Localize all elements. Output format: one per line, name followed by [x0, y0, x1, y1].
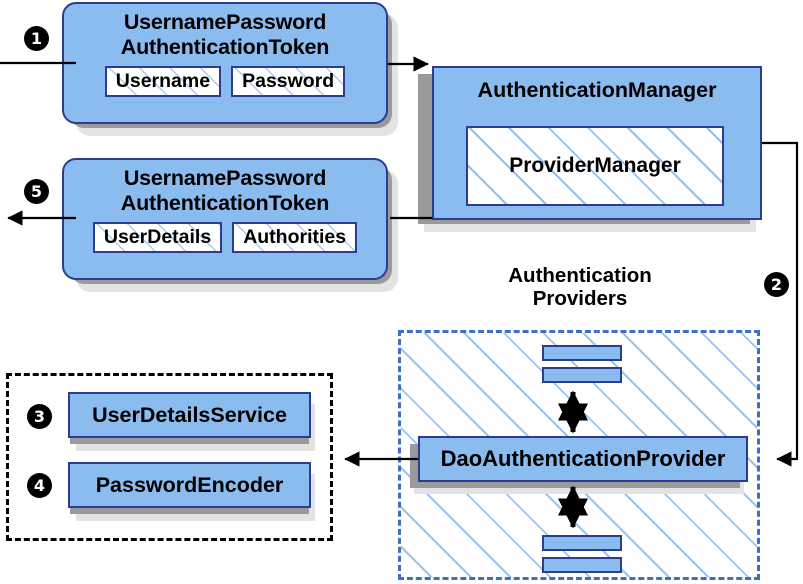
other-provider-bar-3[interactable]	[542, 535, 622, 551]
chip-userdetails[interactable]: UserDetails	[92, 221, 223, 254]
request-token-title-line2: AuthenticationToken	[120, 34, 330, 59]
chip-username[interactable]: Username	[104, 65, 222, 98]
chip-authorities-label: Authorities	[243, 225, 347, 248]
response-token-card[interactable]: UsernamePassword AuthenticationToken Use…	[62, 158, 388, 280]
userdetailsservice-label: UserDetailsService	[92, 402, 287, 427]
chip-userdetails-label: UserDetails	[103, 225, 212, 248]
request-token-card[interactable]: UsernamePassword AuthenticationToken Use…	[62, 2, 388, 124]
other-provider-bar-4[interactable]	[542, 557, 622, 573]
response-token-chips: UserDetails Authorities	[92, 221, 358, 254]
response-token-title: UsernamePassword AuthenticationToken	[120, 166, 330, 216]
step-badge-4: 4	[27, 473, 52, 498]
providers-caption-line1: Authentication	[508, 264, 652, 287]
other-provider-bar-1[interactable]	[542, 345, 622, 361]
step-badge-3: 3	[27, 404, 52, 429]
response-token-title-line2: AuthenticationToken	[120, 190, 330, 215]
request-token-title-line1: UsernamePassword	[123, 10, 327, 34]
request-token-title: UsernamePassword AuthenticationToken	[120, 10, 330, 60]
userdetailsservice-box[interactable]: UserDetailsService	[68, 392, 311, 438]
provider-manager-label: ProviderManager	[509, 154, 681, 177]
authentication-providers-caption: Authentication Providers	[470, 264, 690, 311]
providers-caption-line2: Providers	[532, 287, 628, 311]
authentication-manager-label: AuthenticationManager	[477, 78, 717, 102]
chip-authorities[interactable]: Authorities	[232, 221, 358, 254]
other-provider-bar-2[interactable]	[542, 367, 622, 383]
dao-authentication-provider-box[interactable]: DaoAuthenticationProvider	[418, 436, 748, 482]
wire-manager-to-provider	[762, 141, 799, 467]
passwordencoder-label: PasswordEncoder	[95, 472, 284, 497]
step-badge-2: 2	[764, 272, 789, 297]
provider-manager-panel[interactable]: ProviderManager	[466, 126, 724, 206]
collaborators-container	[6, 373, 333, 541]
chip-password[interactable]: Password	[231, 65, 346, 98]
step-badge-1: 1	[24, 26, 49, 51]
passwordencoder-box[interactable]: PasswordEncoder	[68, 462, 311, 508]
response-token-title-line1: UsernamePassword	[123, 166, 327, 190]
chip-password-label: Password	[242, 69, 335, 92]
request-token-chips: Username Password	[104, 65, 346, 98]
dao-authentication-provider-label: DaoAuthenticationProvider	[440, 445, 726, 471]
step-badge-5: 5	[24, 179, 49, 204]
chip-username-label: Username	[115, 69, 211, 92]
